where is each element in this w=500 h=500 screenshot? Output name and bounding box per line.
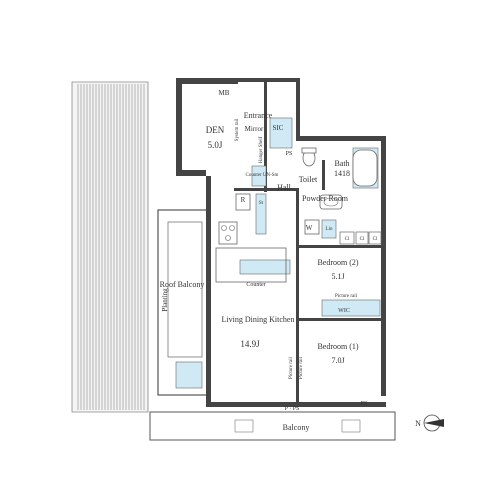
outer-walls [176,78,386,407]
washer [304,219,320,235]
label-cl-2: Cl [360,237,365,242]
label-balcony: Balcony [283,423,310,432]
label-system-rail: System rail [235,118,240,141]
stove-icon [218,221,238,245]
label-p-ps: P · PS [285,406,300,412]
label-cl-1: Cl [345,237,350,242]
label-picture-rail-b: Picture rail [299,356,304,379]
balcony [149,411,396,441]
toilet-icon [301,147,317,167]
label-hall: Hall [277,183,292,192]
label-mirror: Mirror [245,125,264,133]
label-picture-rail-top: Picture rail [335,294,358,299]
label-hanger-shelf: Hanger Shelf [259,136,264,163]
label-bath-size: 1418 [334,169,350,178]
label-counter-un: Counter UN-Sm [246,173,279,178]
label-den: DEN [206,125,225,135]
label-den-size: 5.0J [208,140,223,150]
label-entrance: Entrance [244,111,273,120]
label-ldk: Living Dining Kitchen [222,315,295,324]
label-toilet: Toilet [299,175,318,184]
kitchen-counter [215,247,287,283]
label-w: W [306,224,313,232]
label-bedroom-1-size: 7.0J [331,356,344,365]
label-bath: Bath [334,159,349,168]
label-bedroom-1: Bedroom (1) [317,342,358,351]
label-ps-right: PS [361,401,368,407]
label-wic: WIC [338,308,350,314]
label-mb: MB [219,89,230,97]
label-planting: Planting [161,288,169,312]
compass-arrow-icon [423,414,444,432]
label-bedroom-2: Bedroom (2) [317,258,358,267]
label-cl-3: Cl [373,237,378,242]
label-north: N [415,419,421,428]
roof-balcony [157,209,209,396]
label-roof-balcony: Roof Balcony [160,280,205,289]
label-counter: Counter [246,282,265,288]
room-labels: MB Entrance SIC System rail Mirror DEN 5… [160,89,421,432]
sink-icon [319,194,343,210]
label-powder-room: Powder Room [302,194,349,203]
label-bedroom-2-size: 5.1J [331,272,344,281]
closets [339,231,382,245]
label-picture-rail-a: Picture rail [289,356,294,379]
label-sic: SIC [273,124,284,132]
label-ps-upper: PS [286,151,293,157]
label-lin: Lin [326,227,333,232]
label-ldk-size: 14.9J [240,339,260,349]
refrigerator [235,193,251,211]
planting-strip [71,81,149,413]
label-st: St [259,201,264,206]
bathtub-icon [352,149,378,187]
label-r: R [241,196,246,204]
